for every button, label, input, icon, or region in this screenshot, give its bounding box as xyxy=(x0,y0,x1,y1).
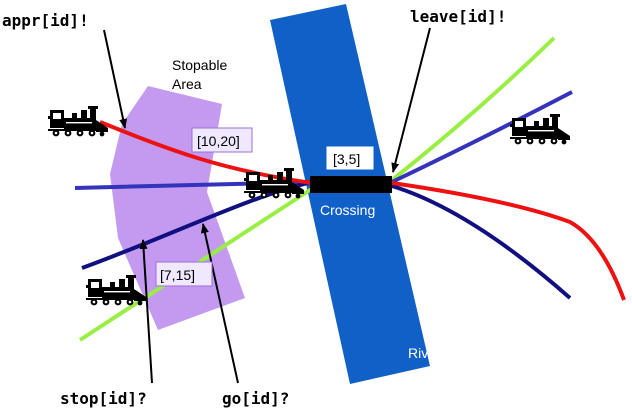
leave-arrow xyxy=(393,28,430,172)
train-icon xyxy=(48,106,108,136)
stopable-area-label: Stopable xyxy=(172,57,227,73)
interval-crossing: [3,5] xyxy=(333,151,360,167)
stop-label: stop[id]? xyxy=(60,389,147,408)
interval-stop: [7,15] xyxy=(160,267,195,283)
interval-approach: [10,20] xyxy=(197,133,240,149)
crossing-bar xyxy=(310,176,392,193)
leave-label: leave[id]! xyxy=(410,7,506,26)
crossing-label: Crossing xyxy=(320,202,375,218)
river-label: River xyxy=(408,345,441,361)
appr-label: appr[id]! xyxy=(2,11,89,30)
stopable-area-label-line2: Area xyxy=(172,76,202,92)
train-icon xyxy=(510,114,570,144)
appr-arrow xyxy=(104,30,125,128)
go-label: go[id]? xyxy=(222,389,289,408)
